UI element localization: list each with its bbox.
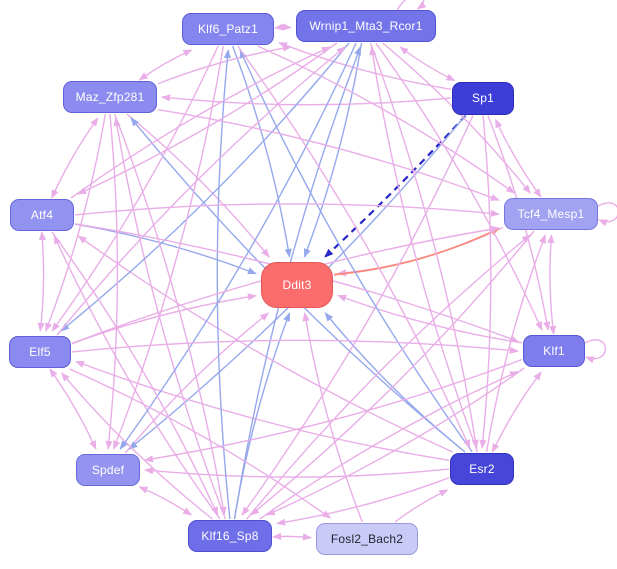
edge-Esr2-Atf4 (77, 235, 453, 453)
edge-Klf1-Spdef (144, 358, 523, 463)
node-Esr2[interactable]: Esr2 (450, 453, 514, 485)
edge-Esr2-Wrnip1_Mta3_Rcor1 (369, 46, 479, 453)
node-Maz_Zfp281[interactable]: Maz_Zfp281 (63, 81, 157, 113)
edge-Klf16_Sp8-Tcf4_Mesp1 (246, 234, 531, 520)
edge-Maz_Zfp281-Tcf4_Mesp1 (157, 109, 500, 201)
node-label: Wrnip1_Mta3_Rcor1 (309, 19, 423, 33)
node-label: Klf16_Sp8 (201, 529, 259, 543)
edge-Klf1-Ddit3 (337, 294, 523, 344)
node-label: Tcf4_Mesp1 (517, 207, 585, 221)
edge-Sp1-Wrnip1_Mta3_Rcor1 (399, 46, 456, 82)
edge-Klf6_Patz1-Ddit3 (231, 45, 292, 258)
edge-Klf6_Patz1-Wrnip1_Mta3_Rcor1 (274, 23, 292, 31)
edge-Atf4-Klf16_Sp8 (51, 231, 219, 516)
edge-Klf6_Patz1-Tcf4_Mesp1 (257, 45, 516, 194)
node-Fosl2_Bach2[interactable]: Fosl2_Bach2 (316, 523, 418, 555)
edge-Atf4-Wrnip1_Mta3_Rcor1 (70, 46, 331, 199)
node-Spdef[interactable]: Spdef (76, 454, 140, 486)
node-Klf6_Patz1[interactable]: Klf6_Patz1 (182, 13, 274, 45)
edge-Fosl2_Bach2-Ddit3 (302, 312, 363, 523)
edge-Esr2-Klf16_Sp8 (276, 477, 450, 526)
edge-Elf5-Klf1 (71, 339, 519, 354)
edge-Esr2-Klf6_Patz1 (239, 49, 473, 453)
node-label: Klf6_Patz1 (197, 22, 259, 36)
edge-Spdef-Ddit3 (124, 312, 270, 454)
edge-Klf6_Patz1-Elf5 (51, 45, 219, 332)
node-label: Klf1 (543, 344, 565, 358)
edge-Klf16_Sp8-Atf4 (53, 235, 221, 520)
self-loop-Wrnip1_Mta3_Rcor1 (396, 0, 427, 11)
edge-Esr2-Spdef (144, 467, 450, 478)
node-label: Esr2 (469, 462, 495, 476)
edge-Esr2-Tcf4_Mesp1 (485, 234, 546, 453)
edge-Wrnip1_Mta3_Rcor1-Elf5 (60, 42, 350, 332)
edge-Esr2-Elf5 (75, 360, 450, 461)
edge-Tcf4_Mesp1-Ddit3 (337, 226, 504, 277)
edge-Klf1-Klf16_Sp8 (265, 367, 525, 516)
edge-Maz_Zfp281-Elf5 (45, 113, 106, 332)
edge-Wrnip1_Mta3_Rcor1-Esr2 (369, 42, 479, 449)
edge-Tcf4_Mesp1-Sp1 (494, 118, 542, 198)
edge-Atf4-Ddit3 (74, 223, 257, 275)
edge-Atf4-Tcf4_Mesp1 (74, 203, 500, 217)
node-Tcf4_Mesp1[interactable]: Tcf4_Mesp1 (504, 198, 598, 230)
edge-Sp1-Klf16_Sp8 (241, 115, 474, 516)
edge-Spdef-Klf16_Sp8 (138, 486, 192, 516)
edge-Elf5-Spdef (49, 368, 97, 450)
edge-Maz_Zfp281-Wrnip1_Mta3_Rcor1 (157, 44, 292, 85)
edge-Klf16_Sp8-Maz_Zfp281 (113, 117, 227, 520)
edge-Klf16_Sp8-Klf6_Patz1 (216, 49, 231, 520)
node-Sp1[interactable]: Sp1 (452, 81, 514, 115)
node-Elf5[interactable]: Elf5 (9, 336, 71, 368)
node-label: Elf5 (29, 345, 51, 359)
node-Atf4[interactable]: Atf4 (10, 199, 74, 231)
edge-Tcf4_Mesp1-Klf16_Sp8 (250, 230, 535, 516)
edge-Fosl2_Bach2-Esr2 (394, 489, 449, 523)
edge-Sp1-Esr2 (479, 115, 492, 449)
edge-Wrnip1_Mta3_Rcor1-Klf1 (375, 42, 543, 331)
edge-Wrnip1_Mta3_Rcor1-Atf4 (77, 42, 338, 195)
node-label: Atf4 (30, 208, 54, 222)
node-Wrnip1_Mta3_Rcor1[interactable]: Wrnip1_Mta3_Rcor1 (296, 10, 436, 42)
edge-Klf6_Patz1-Esr2 (237, 45, 471, 449)
node-Klf16_Sp8[interactable]: Klf16_Sp8 (188, 520, 272, 552)
edge-Sp1-Ddit3 (324, 114, 467, 258)
edge-Wrnip1_Mta3_Rcor1-Ddit3 (303, 42, 363, 258)
edge-Maz_Zfp281-Klf16_Sp8 (113, 113, 227, 516)
node-label: Fosl2_Bach2 (330, 532, 404, 546)
edge-Maz_Zfp281-Spdef (105, 113, 119, 450)
edge-Klf16_Sp8-Elf5 (61, 372, 213, 520)
edge-Klf1-Tcf4_Mesp1 (547, 234, 557, 335)
node-label: Sp1 (472, 91, 494, 105)
edge-Sp1-Maz_Zfp281 (161, 94, 452, 106)
edge-Atf4-Elf5 (37, 231, 47, 332)
self-loop-Klf1 (584, 339, 607, 364)
node-label: Maz_Zfp281 (75, 90, 145, 104)
edge-Atf4-Maz_Zfp281 (51, 117, 99, 199)
node-Klf1[interactable]: Klf1 (523, 335, 585, 367)
node-label: Ddit3 (282, 278, 312, 292)
edge-Maz_Zfp281-Klf6_Patz1 (138, 49, 193, 81)
node-Ddit3[interactable]: Ddit3 (261, 262, 333, 308)
edge-Maz_Zfp281-Ddit3 (126, 113, 270, 258)
edge-Elf5-Fosl2_Bach2 (69, 368, 332, 519)
node-label: Spdef (91, 463, 125, 477)
edge-Klf6_Patz1-Spdef (113, 45, 225, 450)
edge-Klf16_Sp8-Klf1 (259, 370, 519, 520)
edge-Elf5-Wrnip1_Mta3_Rcor1 (56, 46, 346, 336)
edge-Klf16_Sp8-Fosl2_Bach2 (272, 532, 312, 541)
self-loop-Tcf4_Mesp1 (597, 202, 617, 227)
edge-Esr2-Klf1 (491, 371, 542, 453)
